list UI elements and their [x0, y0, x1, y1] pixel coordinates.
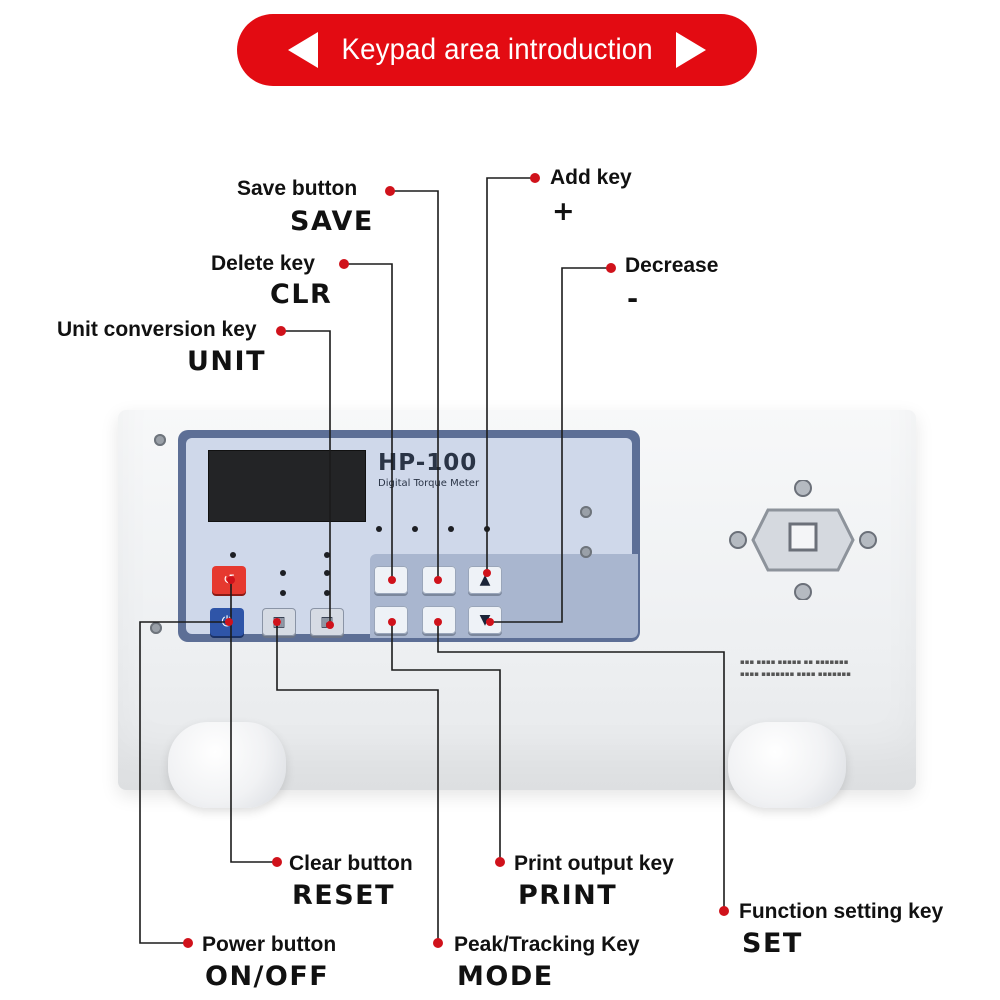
- print-label: Print output key: [514, 852, 674, 875]
- model-subtitle: Digital Torque Meter: [378, 478, 480, 489]
- front-panel: HP-100 Digital Torque Meter ↺ ⏻ ▥: [178, 430, 640, 642]
- unit-code: UNIT: [187, 346, 266, 377]
- decrease-code: -: [627, 284, 640, 315]
- clear-leader-line: [230, 580, 277, 863]
- unit-leader-line: [281, 330, 331, 625]
- save-dot: [385, 186, 395, 196]
- function-leader-line: [437, 622, 725, 911]
- function-code: SET: [742, 928, 803, 959]
- delete-leader-line: [344, 263, 393, 580]
- indicator-led: [324, 552, 330, 558]
- unit-dot: [276, 326, 286, 336]
- add-leader-line: [486, 177, 535, 573]
- add-code: +: [552, 196, 577, 227]
- header-banner: Keypad area introduction: [237, 14, 757, 86]
- power-dot: [183, 938, 193, 948]
- square-drive-fixture: [729, 480, 877, 600]
- indicator-led: [280, 570, 286, 576]
- add-label: Add key: [550, 166, 632, 189]
- panel-face: HP-100 Digital Torque Meter ↺ ⏻ ▥: [186, 438, 638, 638]
- decrease-key[interactable]: ▼: [468, 606, 502, 634]
- set-key-dot: [434, 618, 442, 626]
- delete-label: Delete key: [211, 252, 315, 275]
- indicator-led: [412, 526, 418, 532]
- delete-dot: [339, 259, 349, 269]
- mode-key-dot: [273, 618, 281, 626]
- decrease-key-dot: [486, 618, 494, 626]
- screw-icon: [150, 622, 162, 634]
- banner-title: Keypad area introduction: [341, 33, 653, 66]
- power-code: ON/OFF: [205, 961, 330, 992]
- peak-label: Peak/Tracking Key: [454, 933, 640, 956]
- fine-print: ▪▪▪▪ ▪▪▪▪▪▪▪ ▪▪▪▪ ▪▪▪▪▪▪▪: [740, 670, 852, 678]
- add-key-dot: [483, 569, 491, 577]
- indicator-led: [230, 552, 236, 558]
- clear-label: Clear button: [289, 852, 413, 875]
- unit-key-dot: [326, 621, 334, 629]
- print-key-dot: [388, 618, 396, 626]
- add-dot: [530, 173, 540, 183]
- function-dot: [719, 906, 729, 916]
- foot-knob: [728, 722, 846, 808]
- decrease-label: Decrease: [625, 254, 719, 277]
- peak-code: MODE: [457, 961, 554, 992]
- indicator-led: [376, 526, 382, 532]
- lcd-display: [208, 450, 366, 522]
- decrease-dot: [606, 263, 616, 273]
- clear-code: RESET: [292, 880, 396, 911]
- print-code: PRINT: [518, 880, 618, 911]
- reset-key-dot: [227, 576, 235, 584]
- power-key-dot: [225, 618, 233, 626]
- peak-leader-line: [276, 622, 439, 943]
- peak-dot: [433, 938, 443, 948]
- print-dot: [495, 857, 505, 867]
- unit-label: Unit conversion key: [57, 318, 257, 341]
- screw-icon: [154, 434, 166, 446]
- function-label: Function setting key: [739, 900, 944, 923]
- save-key-dot: [434, 576, 442, 584]
- torque-meter-device: HP-100 Digital Torque Meter ↺ ⏻ ▥: [118, 410, 916, 808]
- save-label: Save button: [237, 177, 358, 200]
- indicator-led: [324, 590, 330, 596]
- delete-code: CLR: [270, 279, 333, 310]
- right-arrow-icon: [676, 32, 707, 68]
- mount-bolt-icon: [580, 506, 592, 518]
- fine-print: ▪▪▪ ▪▪▪▪ ▪▪▪▪▪ ▪▪ ▪▪▪▪▪▪▪: [740, 658, 849, 666]
- left-arrow-icon: [287, 32, 318, 68]
- down-arrow-icon: ▼: [479, 612, 491, 628]
- clear-dot: [272, 857, 282, 867]
- decrease-leader-line: [490, 267, 611, 623]
- print-leader-line: [391, 622, 501, 862]
- indicator-led: [280, 590, 286, 596]
- save-code: SAVE: [290, 206, 374, 237]
- mount-bolt-icon: [580, 546, 592, 558]
- up-arrow-icon: ▲: [479, 572, 491, 588]
- foot-knob: [168, 722, 286, 808]
- delete-key-dot: [388, 576, 396, 584]
- save-leader-line: [390, 190, 439, 580]
- key-zone: [370, 554, 638, 638]
- indicator-led: [448, 526, 454, 532]
- indicator-led: [324, 570, 330, 576]
- model-name: HP-100: [378, 450, 478, 476]
- power-label: Power button: [202, 933, 337, 956]
- power-leader-line: [139, 621, 229, 944]
